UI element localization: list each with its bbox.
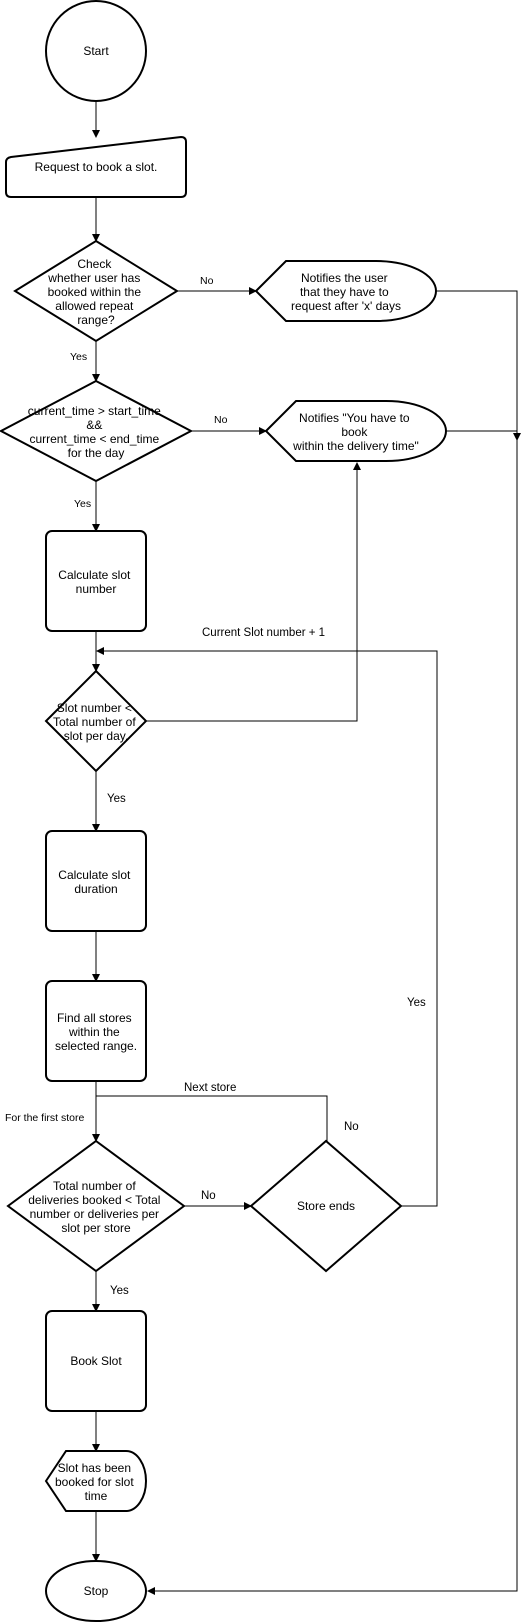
edge-notify-repeat-to-stop	[147, 290, 518, 1595]
slot-number-label: Slot number < Total number of slot per d…	[53, 701, 139, 743]
slot-booked-label: Slot has been booked for slot time	[55, 1461, 137, 1503]
calc-slot-number-process	[45, 530, 147, 632]
time-no-label: No	[214, 414, 228, 426]
edge-store-ends-no	[96, 1095, 328, 1141]
edge-store-ends-yes	[96, 647, 438, 1207]
check-time-label: current_time > start_time && current_tim…	[28, 404, 164, 460]
calc-slot-number-label: Calculate slot number	[58, 568, 133, 596]
deliveries-label: Total number of deliveries booked < Tota…	[28, 1179, 164, 1235]
find-stores-process	[45, 980, 147, 1082]
calc-slot-duration-label: Calculate slot duration	[58, 868, 133, 896]
deliveries-decision	[6, 1139, 186, 1273]
store-ends-yes-label: Yes	[407, 997, 426, 1009]
edge-labels: No Yes No Yes Current Slot number + 1 Ye…	[5, 275, 426, 1297]
store-ends-label: Store ends	[297, 1199, 355, 1213]
slot-yes-label: Yes	[107, 793, 126, 805]
stop-label: Stop	[84, 1584, 109, 1598]
edge-slot-no-to-notify-time	[146, 462, 361, 722]
deliveries-yes-label: Yes	[110, 1285, 129, 1297]
request-node	[5, 135, 187, 198]
node-labels: Start Request to book a slot. Check whet…	[28, 44, 419, 1598]
store-ends-no-label: No	[344, 1121, 359, 1133]
start-node	[45, 0, 147, 102]
notify-repeat-display	[254, 260, 437, 322]
stop-node	[45, 1560, 147, 1622]
notify-time-display	[264, 400, 447, 462]
edges	[92, 102, 521, 1595]
time-yes-label: Yes	[74, 498, 91, 510]
request-label: Request to book a slot.	[35, 160, 158, 174]
store-ends-decision	[249, 1139, 403, 1273]
notify-repeat-label: Notifies the user that they have to requ…	[291, 271, 401, 313]
check-time-decision	[0, 379, 194, 483]
merge-arrowhead	[513, 433, 521, 441]
check-repeat-label: Check whether user has booked within the…	[47, 257, 144, 327]
notify-time-label: Notifies "You have to book within the de…	[292, 411, 419, 453]
slot-increment-label: Current Slot number + 1	[202, 627, 325, 639]
repeat-yes-label: Yes	[70, 351, 87, 363]
slot-booked-display	[44, 1450, 147, 1512]
check-repeat-decision	[13, 239, 179, 343]
start-label: Start	[83, 44, 109, 58]
calc-slot-duration-process	[45, 830, 147, 932]
next-store-label: Next store	[184, 1082, 236, 1094]
slot-number-decision	[44, 669, 148, 773]
nodes	[0, 0, 447, 1622]
book-slot-process	[45, 1310, 147, 1412]
repeat-no-label: No	[200, 275, 214, 287]
first-store-label: For the first store	[5, 1112, 85, 1124]
book-slot-label: Book Slot	[70, 1354, 122, 1368]
deliveries-no-label: No	[201, 1190, 216, 1202]
find-stores-label: Find all stores within the selected rang…	[55, 1011, 137, 1053]
